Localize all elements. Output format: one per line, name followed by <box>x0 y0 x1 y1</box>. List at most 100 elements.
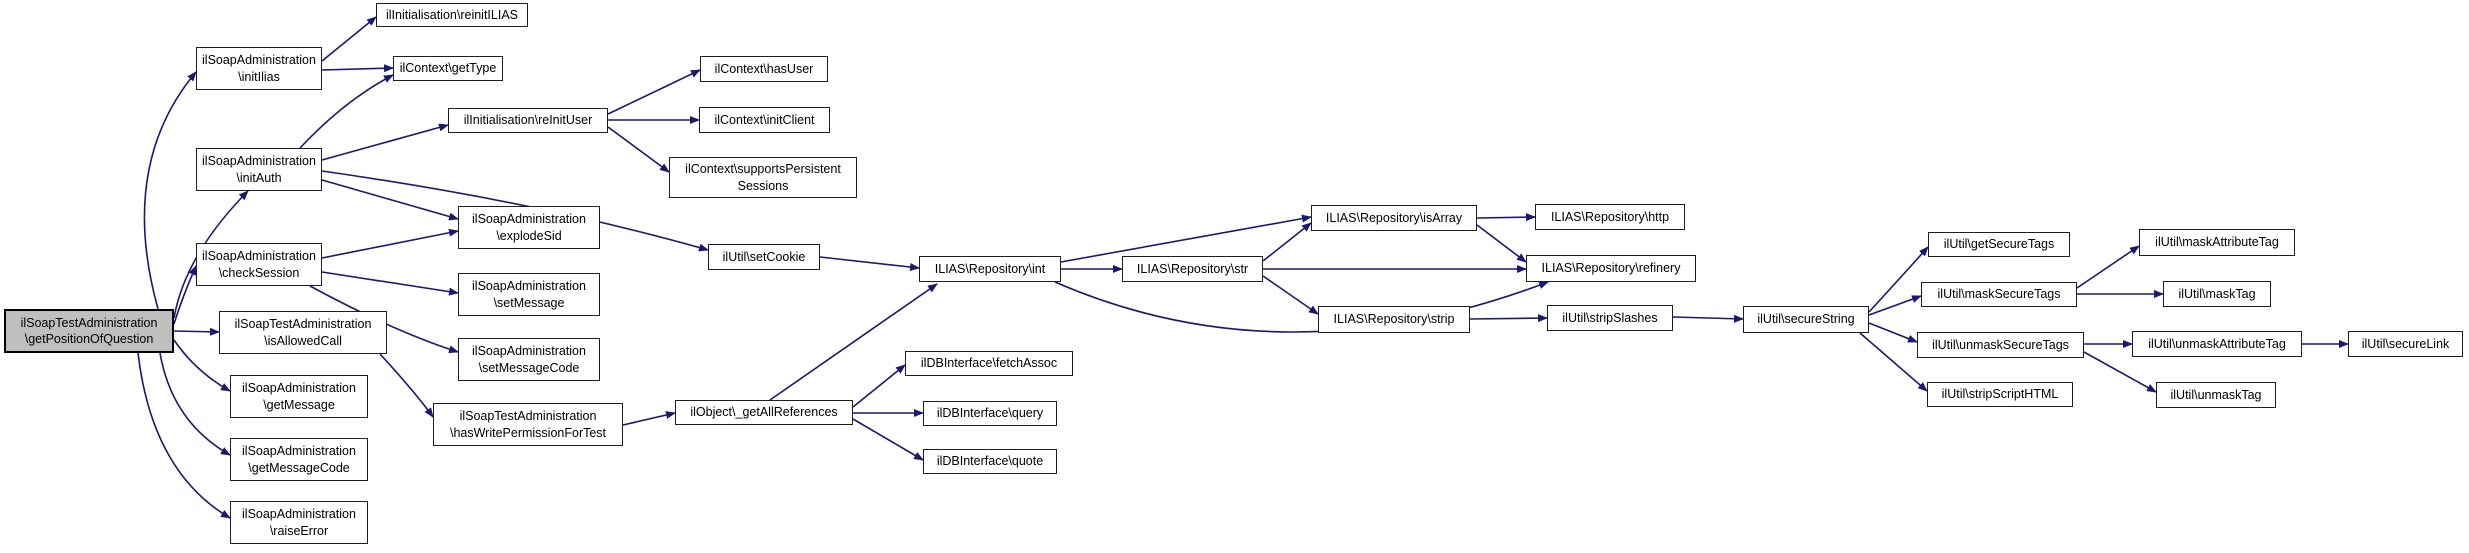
edge-getPositionOfQuestion-to-getMessage <box>173 339 231 392</box>
graph-node-http[interactable]: ILIAS\Repository\http <box>1535 204 1685 230</box>
edge-reInitUser-to-supportsPersistentSessions <box>607 126 670 173</box>
graph-node-label: ilDBInterface\fetchAssoc <box>920 356 1058 371</box>
edge-getAllReferences-to-int <box>769 283 938 401</box>
graph-node-raiseError[interactable]: ilSoapAdministration\raiseError <box>230 501 368 544</box>
edge-getAllReferences-to-fetchAssoc <box>852 364 906 408</box>
edge-reInitUser-to-hasUser <box>607 69 701 115</box>
graph-node-initAuth[interactable]: ilSoapAdministration\initAuth <box>196 148 322 191</box>
edge-isArray-to-http <box>1476 213 1536 222</box>
edge-setCookie-to-int <box>819 256 920 271</box>
graph-node-getSecureTags[interactable]: ilUtil\getSecureTags <box>1928 232 2070 257</box>
graph-node-maskSecureTags[interactable]: ilUtil\maskSecureTags <box>1921 282 2077 307</box>
graph-node-label: ILIAS\Repository\str <box>1136 261 1249 276</box>
edge-stripSlashes-to-secureString <box>1672 314 1744 323</box>
graph-node-label: ilUtil\unmaskTag <box>2170 387 2262 402</box>
edge-int-to-isArray <box>1060 214 1312 263</box>
graph-node-label: ilUtil\secureString <box>1757 312 1855 327</box>
graph-node-unmaskTag[interactable]: ilUtil\unmaskTag <box>2156 382 2276 408</box>
graph-node-label: ilDBInterface\quote <box>936 454 1044 469</box>
graph-node-getAllReferences[interactable]: ilObject\_getAllReferences <box>675 400 853 425</box>
graph-node-label: Sessions <box>737 178 789 193</box>
graph-node-label: ilContext\hasUser <box>714 61 814 76</box>
edge-initAuth-to-reInitUser <box>321 123 449 161</box>
graph-node-refinery[interactable]: ILIAS\Repository\refinery <box>1526 255 1696 282</box>
graph-node-label: ilContext\supportsPersistent <box>685 162 841 176</box>
graph-node-hasUser[interactable]: ilContext\hasUser <box>700 56 828 82</box>
graph-node-label: ilSoapAdministration <box>472 212 586 226</box>
graph-node-label: ilObject\_getAllReferences <box>690 405 838 420</box>
edge-secureString-to-getSecureTags <box>1868 246 1929 313</box>
graph-node-label: ilSoapTestAdministration <box>234 317 372 331</box>
edge-checkSession-to-explodeSid <box>321 228 459 259</box>
graph-node-label: ilSoapAdministration <box>242 381 356 395</box>
graph-node-label: ILIAS\Repository\int <box>934 261 1046 276</box>
edge-maskSecureTags-to-maskAttributeTag <box>2076 245 2140 289</box>
graph-node-isAllowedCall[interactable]: ilSoapTestAdministration\isAllowedCall <box>219 311 387 354</box>
graph-node-isArray[interactable]: ILIAS\Repository\isArray <box>1311 205 1477 231</box>
graph-node-label: \raiseError <box>269 523 329 538</box>
graph-node-setMessage[interactable]: ilSoapAdministration\setMessage <box>458 273 600 316</box>
graph-node-unmaskAttributeTag[interactable]: ilUtil\unmaskAttributeTag <box>2132 331 2302 357</box>
graph-node-quote[interactable]: ilDBInterface\quote <box>923 449 1057 474</box>
graph-node-secureLink[interactable]: ilUtil\secureLink <box>2348 331 2463 357</box>
graph-node-secureString[interactable]: ilUtil\secureString <box>1743 306 1869 333</box>
graph-node-initClient[interactable]: ilContext\initClient <box>699 107 830 133</box>
edge-str-to-strip <box>1262 275 1319 315</box>
graph-node-label: \checkSession <box>218 265 300 280</box>
graph-node-label: ilUtil\unmaskSecureTags <box>1932 337 2069 352</box>
graph-node-getMessage[interactable]: ilSoapAdministration \getMessage <box>230 375 368 418</box>
graph-node-maskTag[interactable]: ilUtil\maskTag <box>2163 281 2271 307</box>
edge-initAuth-to-explodeSid <box>321 179 459 221</box>
graph-node-setMessageCode[interactable]: ilSoapAdministration\setMessageCode <box>458 338 600 381</box>
edge-checkSession-to-setMessage <box>321 271 459 296</box>
graph-node-label: ilSoapTestAdministration <box>459 409 597 423</box>
graph-node-label: \getPositionOfQuestion <box>24 332 154 346</box>
graph-node-label: ilUtil\stripSlashes <box>1562 310 1658 325</box>
graph-node-label: ilSoapAdministration <box>242 444 356 458</box>
graph-node-getMessageCode[interactable]: ilSoapAdministration\getMessageCode <box>230 438 368 481</box>
graph-node-label: ilSoapAdministration <box>202 154 316 168</box>
graph-node-fetchAssoc[interactable]: ilDBInterface\fetchAssoc <box>905 351 1073 376</box>
graph-node-label: \hasWritePermissionForTest <box>449 425 607 440</box>
graph-node-label: ilDBInterface\query <box>936 406 1044 421</box>
graph-node-label: ilInitialisation\reinitILIAS <box>385 7 518 22</box>
edge-getPositionOfQuestion-to-checkSession <box>173 265 197 325</box>
graph-node-label: ilInitialisation\reInitUser <box>463 113 593 128</box>
edge-strip-to-stripSlashes <box>1469 314 1548 323</box>
graph-node-label: ilUtil\unmaskAttributeTag <box>2148 336 2286 351</box>
graph-node-initIlias[interactable]: ilSoapAdministration\initIlias <box>196 47 322 90</box>
graph-node-query[interactable]: ilDBInterface\query <box>923 401 1057 426</box>
edge-getPositionOfQuestion-to-raiseError <box>137 352 231 519</box>
graph-node-getPositionOfQuestion[interactable]: ilSoapTestAdministration\getPositionOfQu… <box>4 309 174 353</box>
edge-getPositionOfQuestion-to-isAllowedCall <box>173 327 220 336</box>
edge-checkSession-to-setMessageCode <box>309 285 459 354</box>
graph-node-label: ilUtil\stripScriptHTML <box>1941 387 2059 402</box>
graph-node-label: ilUtil\setCookie <box>722 249 806 264</box>
edge-initAuth-to-getType <box>299 74 394 149</box>
graph-node-checkSession[interactable]: ilSoapAdministration \checkSession <box>196 243 322 286</box>
edge-hasWritePermissionForTest-to-getAllReferences <box>622 411 676 426</box>
edge-unmaskSecureTags-to-unmaskTag <box>2083 351 2157 393</box>
edge-isAllowedCall-to-hasWritePermissionForTest <box>379 353 434 418</box>
graph-node-reInitUser[interactable]: ilInitialisation\reInitUser <box>448 108 608 133</box>
edge-int-to-refinery <box>1054 281 1549 333</box>
graph-node-maskAttributeTag[interactable]: ilUtil\maskAttributeTag <box>2139 229 2295 256</box>
graph-node-explodeSid[interactable]: ilSoapAdministration\explodeSid <box>458 206 600 249</box>
graph-node-getType[interactable]: ilContext\getType <box>393 56 503 81</box>
graph-node-int[interactable]: ILIAS\Repository\int <box>919 256 1061 282</box>
graph-node-stripSlashes[interactable]: ilUtil\stripSlashes <box>1547 305 1673 331</box>
edge-getPositionOfQuestion-to-initIlias <box>143 71 197 310</box>
graph-node-label: ilUtil\maskAttributeTag <box>2155 235 2279 250</box>
graph-node-label: ilSoapAdministration <box>202 249 316 263</box>
graph-node-label: \getMessage <box>263 397 335 412</box>
graph-node-stripScriptHTML[interactable]: ilUtil\stripScriptHTML <box>1927 382 2073 407</box>
graph-node-str[interactable]: ILIAS\Repository\str <box>1122 256 1263 282</box>
graph-node-strip[interactable]: ILIAS\Repository\strip <box>1318 306 1470 333</box>
graph-node-reinitILIAS[interactable]: ilInitialisation\reinitILIAS <box>376 3 528 27</box>
graph-node-hasWritePermissionForTest[interactable]: ilSoapTestAdministration \hasWritePermiss… <box>433 403 623 446</box>
graph-node-label: ilUtil\secureLink <box>2361 336 2450 351</box>
graph-node-setCookie[interactable]: ilUtil\setCookie <box>708 244 820 270</box>
graph-node-unmaskSecureTags[interactable]: ilUtil\unmaskSecureTags <box>1917 332 2084 358</box>
